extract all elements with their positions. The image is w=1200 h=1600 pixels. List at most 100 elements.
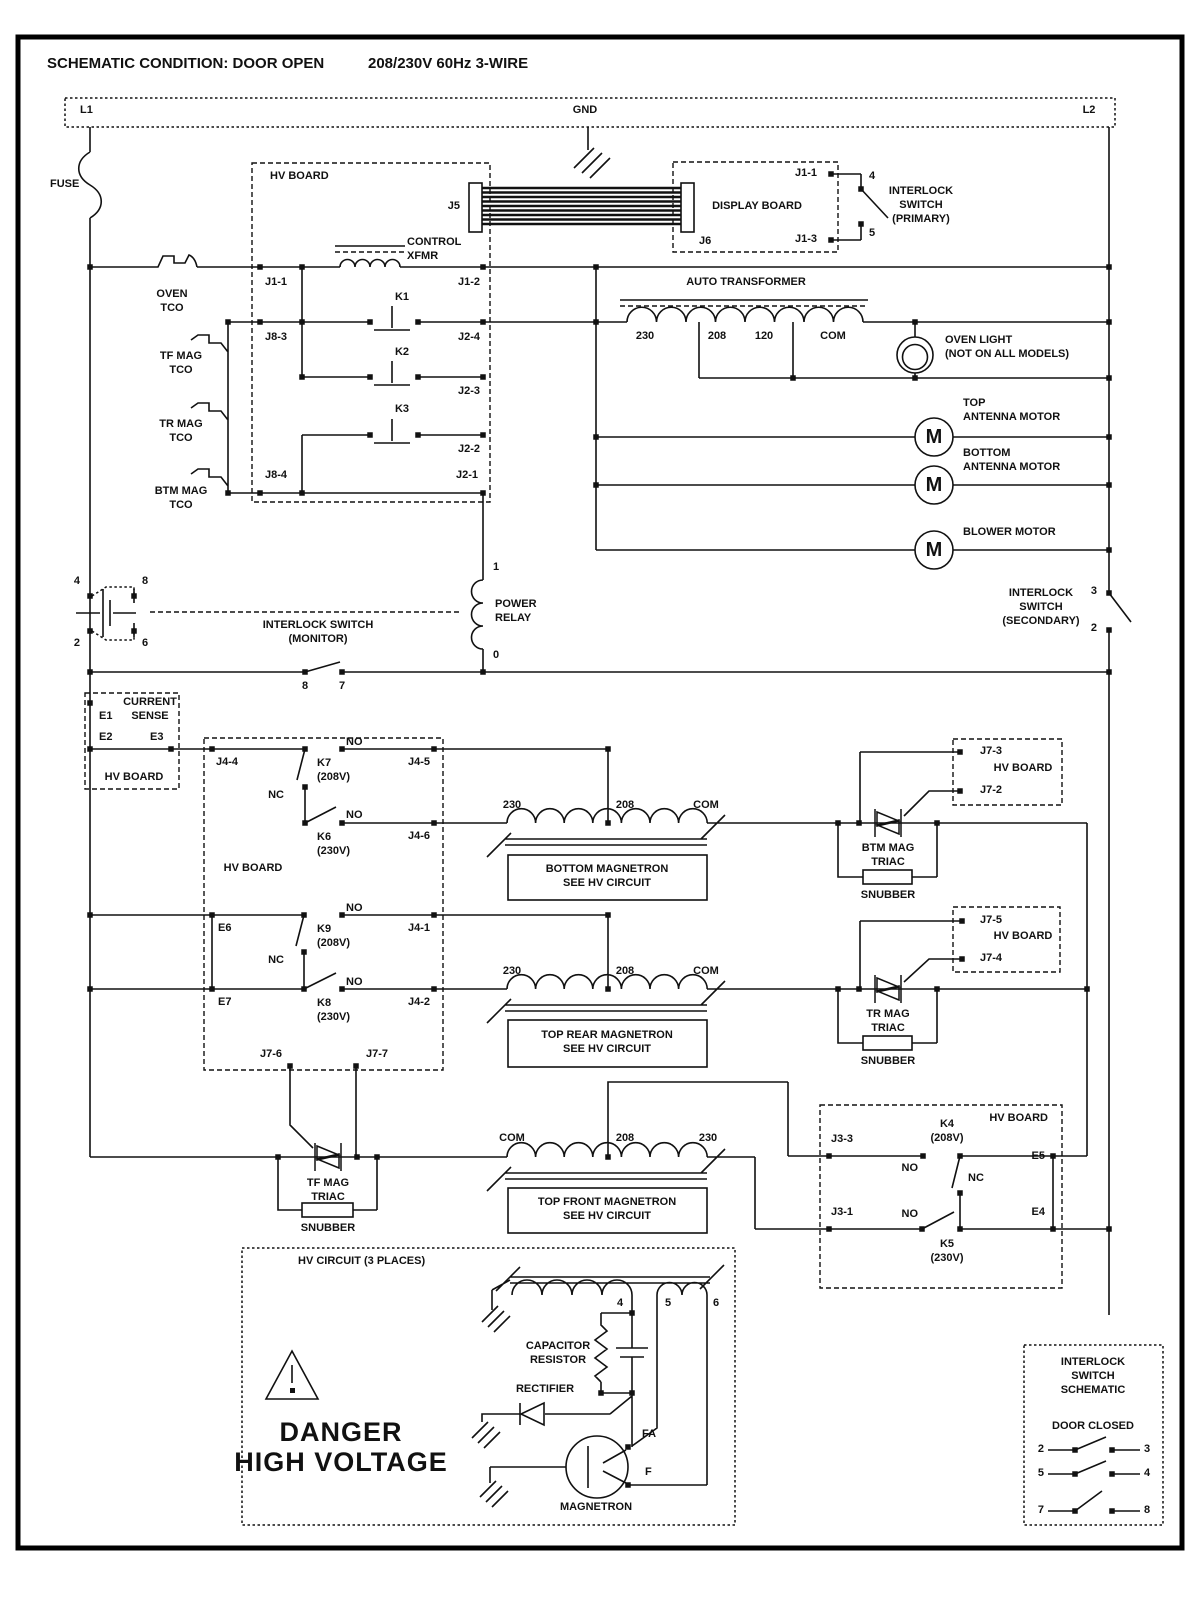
label-j1-1: J1-1 [265, 276, 288, 288]
label-at-120: 120 [754, 330, 774, 342]
label-blower-motor: BLOWER MOTOR [963, 526, 1056, 538]
label-door-closed: DOOR CLOSED [1052, 1420, 1134, 1432]
label-no-k9: NO [346, 902, 363, 914]
label-j3-3: J3-3 [831, 1133, 854, 1145]
warning-icon [290, 1388, 295, 1393]
snubber-tr-box [862, 1035, 913, 1051]
label-interlock-monitor: INTERLOCK SWITCH (MONITOR) [262, 619, 374, 645]
label-snubber-btm: SNUBBER [860, 889, 916, 901]
label-hv-board-2: HV BOARD [223, 862, 283, 874]
label-secondary-2: 2 [1090, 622, 1097, 634]
label-j2-3: J2-3 [457, 385, 480, 397]
label-fuse: FUSE [50, 178, 80, 190]
label-auto-transformer: AUTO TRANSFORMER [686, 276, 806, 288]
label-j7-6: J7-6 [259, 1048, 282, 1060]
label-motor-m-3: M [925, 539, 943, 561]
label-k9: K9 (208V) [317, 923, 351, 949]
label-j7-3: J7-3 [980, 745, 1003, 757]
label-is-8: 8 [1144, 1504, 1151, 1516]
label-j6: J6 [699, 235, 712, 247]
label-j4-2: J4-2 [407, 996, 430, 1008]
label-hv-circuit: HV CIRCUIT (3 PLACES) [298, 1255, 426, 1267]
j5-connector [468, 182, 483, 233]
label-tr-230: 230 [502, 965, 522, 977]
label-k8: K8 (230V) [317, 997, 351, 1023]
label-danger-high-voltage: DANGER HIGH VOLTAGE [234, 1417, 448, 1478]
label-primary-5: 5 [869, 227, 876, 239]
board-outlines [84, 161, 1063, 1289]
label-at-230: 230 [635, 330, 655, 342]
label-k7: K7 (208V) [317, 757, 351, 783]
label-no-k5: NO [901, 1208, 919, 1220]
junction-dots [87, 171, 1115, 1514]
blower-motor-icon [914, 530, 954, 570]
label-hv-board-3b: HV BOARD [993, 930, 1053, 942]
label-hv-board-3: HV BOARD [993, 762, 1053, 774]
label-power-relay: POWER RELAY [495, 598, 537, 624]
schematic-condition-title: SCHEMATIC CONDITION: DOOR OPEN [47, 55, 325, 72]
label-hv-board-4: HV BOARD [989, 1112, 1048, 1124]
label-tf-com: COM [499, 1132, 525, 1144]
label-motor-m-2: M [925, 474, 943, 496]
label-k4: K4 (208V) [930, 1118, 964, 1144]
label-e6: E6 [218, 922, 232, 934]
label-tr-208: 208 [615, 965, 635, 977]
label-contact-4: 4 [73, 575, 80, 587]
label-fa: FA [642, 1428, 657, 1440]
label-e1: E1 [99, 710, 113, 722]
label-magnetron: MAGNETRON [559, 1501, 633, 1513]
label-contact-2: 2 [73, 637, 80, 649]
label-j4-1: J4-1 [407, 922, 430, 934]
snubber-btm-box [862, 869, 913, 885]
label-j5: J5 [447, 200, 460, 212]
label-is-3: 3 [1144, 1443, 1151, 1455]
label-no-k8: NO [346, 976, 363, 988]
label-motor-m-1: M [925, 426, 943, 448]
label-oven-light: OVEN LIGHT (NOT ON ALL MODELS) [945, 334, 1070, 360]
magnetron-icon [565, 1435, 629, 1499]
label-is-7: 7 [1037, 1504, 1044, 1516]
label-hv-board-1: HV BOARD [270, 170, 329, 182]
label-j4-4: J4-4 [216, 756, 239, 768]
label-e4: E4 [1031, 1206, 1045, 1218]
label-secondary-3: 3 [1090, 585, 1097, 597]
label-j8-3: J8-3 [265, 331, 288, 343]
label-j2-2: J2-2 [457, 443, 480, 455]
label-k2: K2 [394, 346, 410, 358]
label-no-k6: NO [346, 809, 363, 821]
power-spec-title: 208/230V 60Hz 3-WIRE [368, 55, 529, 72]
label-bottom-magnetron: BOTTOM MAGNETRON SEE HV CIRCUIT [545, 863, 669, 889]
label-tf-mag-triac: TF MAG TRIAC [306, 1177, 350, 1203]
component-boxes [301, 854, 913, 1234]
label-display-board: DISPLAY BOARD [712, 200, 802, 212]
label-relay-1: 1 [493, 561, 500, 573]
label-f: F [645, 1466, 652, 1478]
label-k5: K5 (230V) [930, 1238, 964, 1264]
label-snubber-tr: SNUBBER [860, 1055, 916, 1067]
oven-light-icon [896, 336, 934, 374]
label-top-antenna-motor: TOP ANTENNA MOTOR [963, 397, 1061, 423]
label-contact-8: 8 [142, 575, 149, 587]
label-btm-com: COM [693, 799, 719, 811]
btm-mag-triac-icon [874, 809, 902, 837]
label-hv-board-cs: HV BOARD [104, 771, 164, 783]
label-tf-mag-tco: TF MAG TCO [159, 350, 203, 376]
label-nc-k7: NC [268, 789, 284, 801]
label-l2: L2 [1082, 104, 1096, 116]
label-e7: E7 [218, 996, 232, 1008]
label-btm-208: 208 [615, 799, 635, 811]
label-oven-tco: OVEN TCO [156, 288, 188, 314]
label-interlock-primary: INTERLOCK SWITCH (PRIMARY) [888, 185, 954, 225]
label-control-xfmr: CONTROL XFMR [407, 236, 462, 262]
label-tf-230: 230 [698, 1132, 718, 1144]
label-e5: E5 [1031, 1150, 1045, 1162]
label-contact-6: 6 [142, 637, 149, 649]
label-monitor-7: 7 [338, 680, 346, 692]
label-snubber-tf: SNUBBER [300, 1222, 356, 1234]
label-j7-7: J7-7 [366, 1048, 389, 1060]
label-at-208: 208 [707, 330, 727, 342]
label-j2-4: J2-4 [457, 331, 480, 343]
label-j2-1: J2-1 [455, 469, 478, 481]
